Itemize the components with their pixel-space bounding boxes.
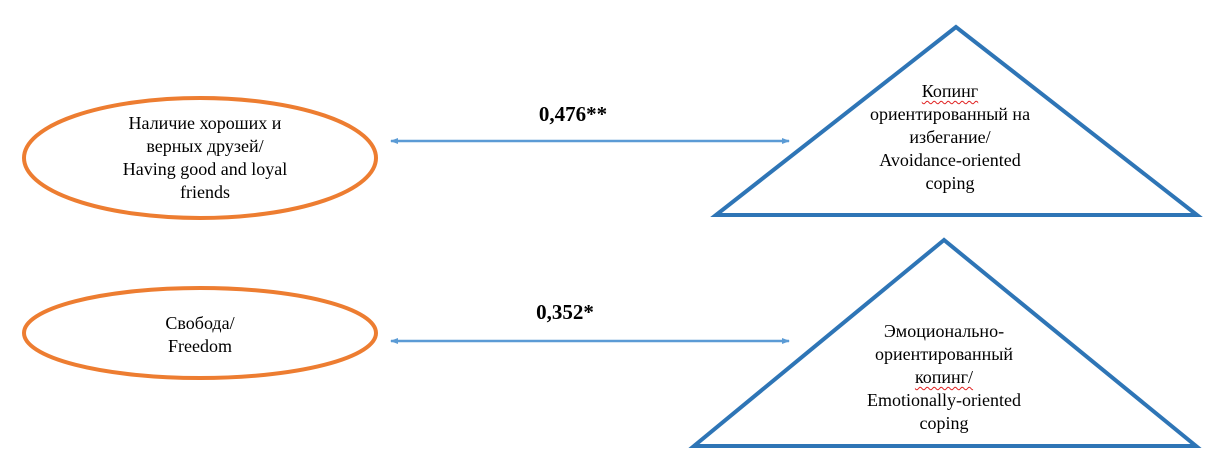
correlation-label-2: 0,352* bbox=[536, 300, 594, 324]
text-line: верных друзей/ bbox=[146, 136, 264, 156]
text-line: Копинг bbox=[921, 81, 979, 101]
triangle-avoidance bbox=[710, 24, 1203, 217]
text-line: Freedom bbox=[168, 336, 232, 356]
text-line: Emotionally-oriented bbox=[867, 390, 1021, 410]
node-freedom-text: Свобода/ Freedom bbox=[165, 312, 234, 358]
text-line: Avoidance-oriented bbox=[879, 150, 1021, 170]
node-emotional-text: Эмоционально- ориентированный копинг/ Em… bbox=[867, 320, 1021, 435]
text-line: избегание/ bbox=[909, 127, 991, 147]
node-friends-text: Наличие хороших и верных друзей/ Having … bbox=[123, 112, 287, 204]
text-line: Наличие хороших и bbox=[128, 113, 282, 133]
triangle-emotional bbox=[688, 237, 1202, 448]
text-line: friends bbox=[180, 182, 230, 202]
text-line: ориентированный bbox=[875, 344, 1013, 364]
text-line: coping bbox=[925, 173, 975, 193]
ellipse-freedom bbox=[22, 286, 378, 380]
ellipse-friends bbox=[22, 96, 378, 220]
correlation-label-1: 0,476** bbox=[538, 102, 608, 126]
text-line: копинг/ bbox=[914, 367, 974, 387]
text-line: ориентированный на bbox=[869, 104, 1031, 124]
text-line: Свобода/ bbox=[165, 313, 235, 333]
text-line: Эмоционально- bbox=[883, 321, 1005, 341]
text-line: coping bbox=[919, 413, 969, 433]
node-avoidance-text: Копинг ориентированный на избегание/ Avo… bbox=[870, 80, 1030, 195]
text-line: Having good and loyal bbox=[122, 159, 288, 179]
